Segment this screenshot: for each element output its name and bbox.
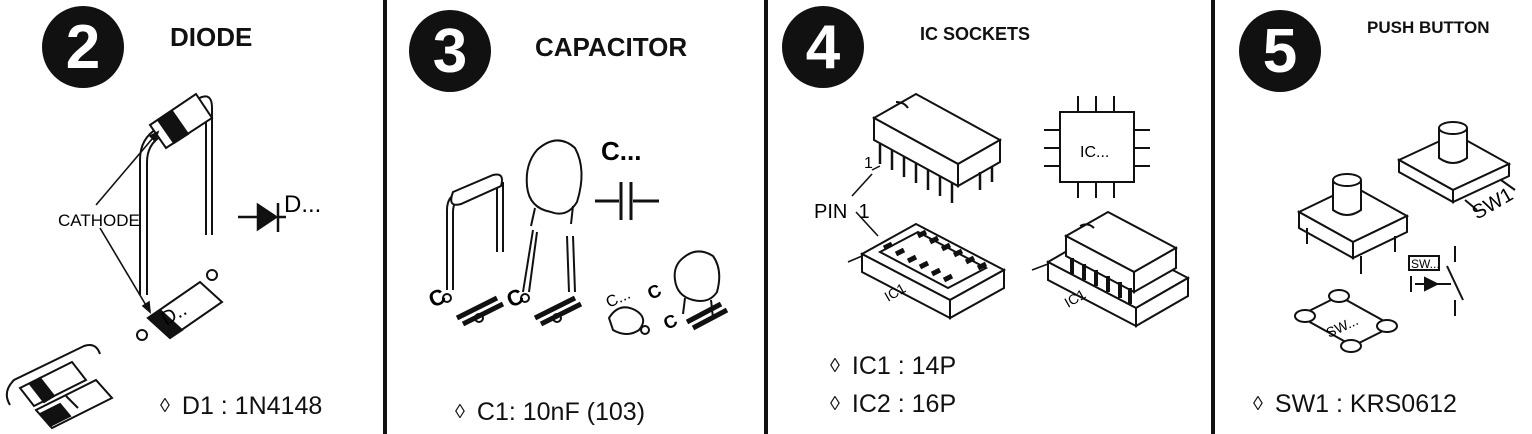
cathode-label: CATHODE	[58, 211, 140, 230]
ic-socket-with-chip-pins	[1070, 258, 1132, 304]
ic-socket-with-chip-drawing	[1045, 210, 1191, 328]
capacitor-component-drawing	[522, 139, 583, 293]
switch-symbol-ref: SW...	[1411, 257, 1440, 271]
ic-socket-contacts	[882, 229, 988, 283]
spec-text: IC2 : 16P	[851, 390, 957, 418]
step-badge: 5	[1239, 10, 1321, 92]
capacitor-mounted-drawing	[673, 250, 721, 319]
capacitor-silkscreen-ref: C	[644, 280, 664, 304]
panel-title: PUSH BUTTON	[1367, 18, 1490, 37]
capacitor-illustration: C... C C C... C C	[425, 136, 729, 335]
ic-symbol-ref: IC...	[1080, 144, 1109, 161]
panel-divider	[1211, 0, 1215, 434]
spec-line: ◊ D1 : 1N4148	[160, 392, 322, 421]
spec-text: SW1 : KRS0612	[1274, 390, 1457, 418]
diode-panel: 2 DIODE CATHODE D...	[0, 0, 383, 434]
spec-text: C1: 10nF (103)	[476, 398, 646, 426]
step-badge: 3	[409, 10, 491, 92]
spec-line: ◊ IC2 : 16P	[830, 390, 956, 419]
diamond-bullet-icon: ◊	[160, 395, 170, 417]
diode-illustration: CATHODE D... D..	[5, 92, 321, 430]
diamond-bullet-icon: ◊	[830, 393, 840, 415]
panel-divider	[764, 0, 768, 434]
capacitor-panel: 3 CAPACITOR C...	[387, 0, 764, 434]
diode-component-drawing	[139, 92, 214, 295]
step-badge: 2	[42, 6, 124, 88]
panel-title: IC SOCKETS	[920, 24, 1031, 44]
ic-chip-drawing	[871, 92, 1003, 188]
step-badge: 4	[782, 6, 864, 88]
capacitor-silkscreen	[442, 293, 729, 335]
capacitor-symbol-ref: C...	[601, 136, 641, 166]
diamond-bullet-icon: ◊	[830, 355, 840, 377]
switch-symbol	[1408, 246, 1464, 316]
capacitor-symbol	[595, 182, 659, 220]
spec-line: ◊ SW1 : KRS0612	[1253, 390, 1457, 419]
spec-line: ◊ IC1 : 14P	[830, 352, 956, 381]
spec-line: ◊ C1: 10nF (103)	[455, 398, 645, 427]
spec-text: D1 : 1N4148	[181, 392, 323, 420]
pin-one-small-label: 1	[864, 155, 873, 172]
push-button-silkscreen	[1294, 289, 1398, 353]
diamond-bullet-icon: ◊	[1253, 393, 1263, 415]
ic-socket-drawing	[859, 222, 1007, 320]
spec-text: IC1 : 14P	[851, 352, 957, 380]
cathode-arrows	[95, 130, 160, 314]
ic-symbol	[1044, 96, 1150, 198]
diamond-bullet-icon: ◊	[455, 401, 465, 423]
diode-lying-drawing	[5, 344, 114, 430]
ic-chip-pins	[878, 144, 994, 203]
ic-socket-illustration: 1 IC... PIN 1	[814, 92, 1191, 328]
diode-silkscreen	[136, 269, 224, 341]
diode-symbol-ref: D...	[284, 191, 321, 218]
push-button-drawing	[1296, 173, 1410, 274]
diode-symbol	[238, 202, 286, 232]
panel-title: CAPACITOR	[535, 32, 688, 62]
capacitor-silkscreen-ref: C	[660, 310, 680, 334]
push-button-drawing	[1396, 121, 1516, 211]
capacitor-component-drawing	[446, 173, 504, 290]
ic-sockets-panel: 4 IC SOCKETS 1 IC... PIN 1	[768, 0, 1211, 434]
pin-one-label: PIN 1	[814, 201, 870, 223]
push-button-illustration: SW1 SW... SW...	[1294, 121, 1517, 353]
push-button-panel: 5 PUSH BUTTON SW1	[1215, 0, 1532, 434]
panel-title: DIODE	[170, 22, 253, 52]
panel-divider	[383, 0, 387, 434]
